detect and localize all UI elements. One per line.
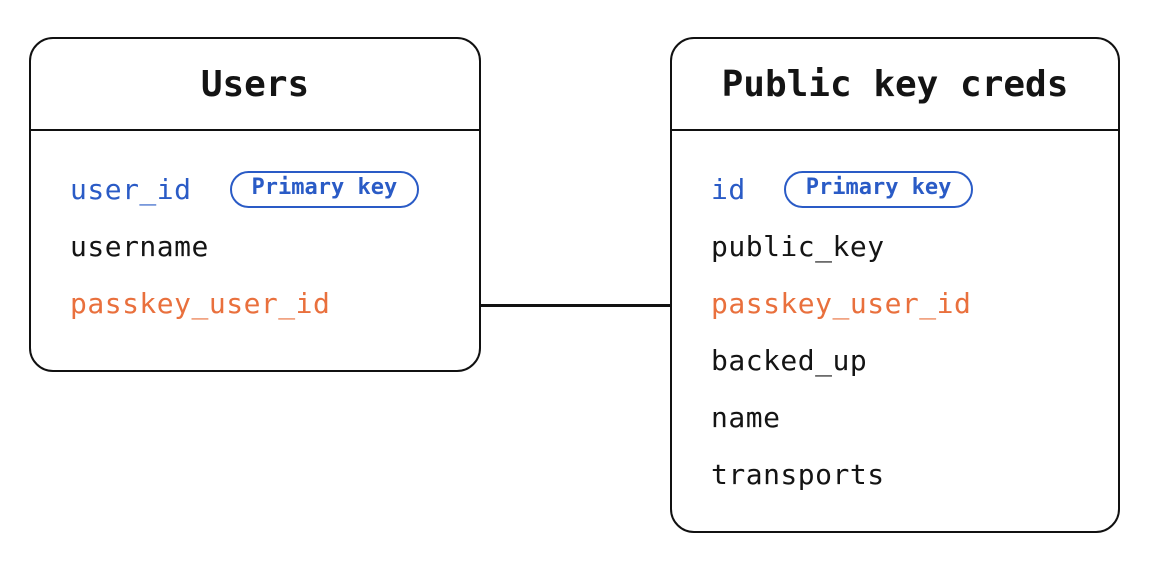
primary-key-badge: Primary key <box>229 171 420 208</box>
field-name: username <box>70 230 209 263</box>
field-row-passkey_user_id: passkey_user_id <box>70 275 479 332</box>
field-row-user_id: user_id Primary key <box>70 161 479 218</box>
field-row-transports: transports <box>711 446 1118 503</box>
field-row-public_key: public_key <box>711 218 1118 275</box>
primary-key-badge: Primary key <box>783 171 974 208</box>
field-row-passkey_user_id: passkey_user_id <box>711 275 1118 332</box>
field-row-backed_up: backed_up <box>711 332 1118 389</box>
table-users-title: Users <box>31 39 479 131</box>
field-row-username: username <box>70 218 479 275</box>
relationship-connector-line <box>481 304 670 307</box>
field-name: id <box>711 173 746 206</box>
table-users-fields: user_id Primary key username passkey_user_i… <box>31 131 479 332</box>
table-public-key-creds: Public key creds id Primary key public_key… <box>670 37 1120 533</box>
field-name: public_key <box>711 230 885 263</box>
field-name: user_id <box>70 173 192 206</box>
field-row-name: name <box>711 389 1118 446</box>
field-name: passkey_user_id <box>70 287 331 320</box>
table-public-key-creds-title: Public key creds <box>672 39 1118 131</box>
field-name: transports <box>711 458 885 491</box>
field-name: name <box>711 401 781 434</box>
field-name: backed_up <box>711 344 868 377</box>
table-users: Users user_id Primary key username passkey_… <box>29 37 481 372</box>
field-name: passkey_user_id <box>711 287 972 320</box>
field-row-id: id Primary key <box>711 161 1118 218</box>
